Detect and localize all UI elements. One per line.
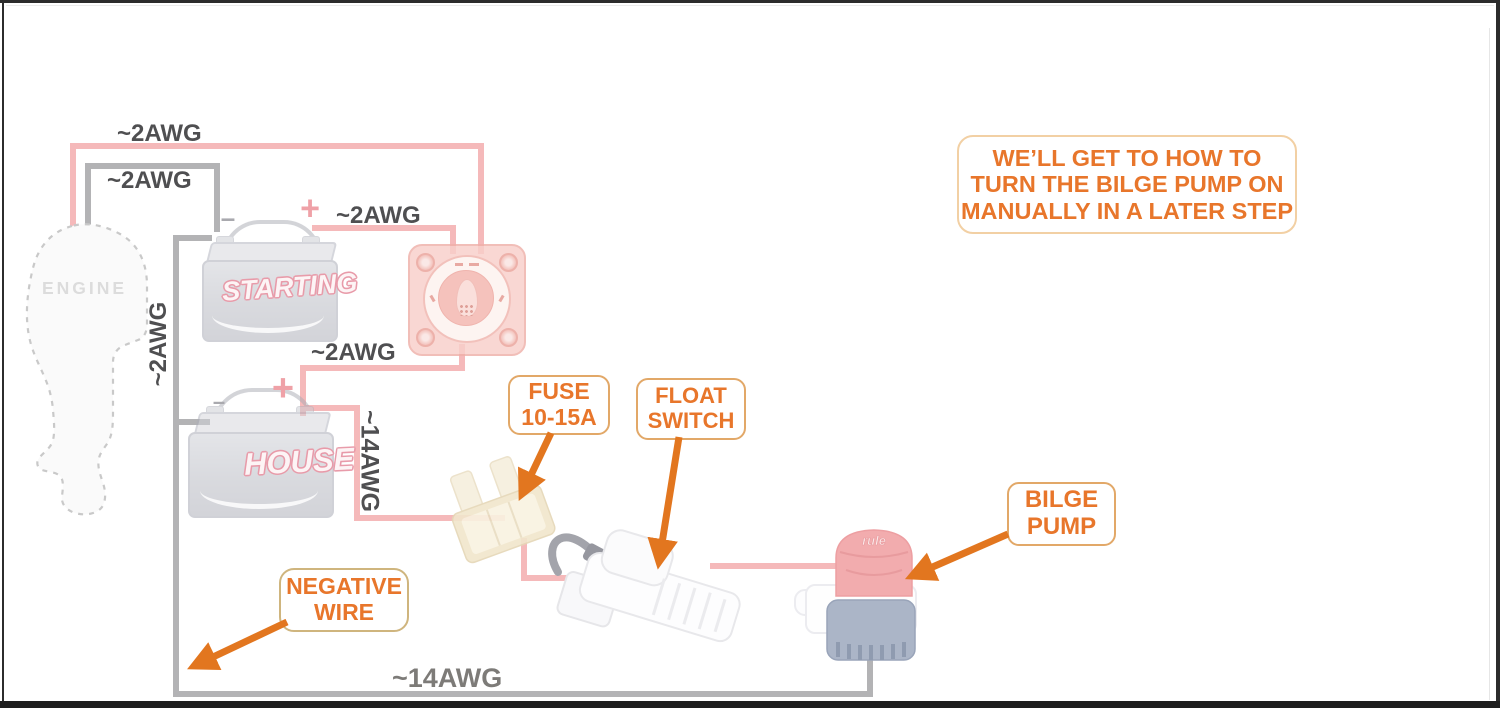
wire-switch-to-house-battery [300, 344, 465, 416]
starting-battery-plus-marker: + [300, 189, 320, 228]
float-switch-callout-line: SWITCH [647, 408, 735, 433]
pump-brand-text: rule [862, 533, 886, 548]
wire-house-battery-to-fuse [303, 405, 505, 521]
frame-top [0, 0, 1500, 3]
negative-wire-callout-line: NEGATIVE [286, 573, 402, 600]
fuse-image [449, 456, 556, 564]
bilge-pump-callout: BILGE PUMP [1007, 482, 1116, 546]
wire-label-2awg-top: ~2AWG [117, 120, 202, 147]
positive-wires [70, 143, 836, 581]
float-switch-callout: FLOAT SWITCH [636, 378, 746, 440]
starting-battery-minus-marker: – [220, 202, 236, 233]
switch-dial [423, 255, 511, 343]
bilge-pump-callout-line: PUMP [1026, 513, 1097, 540]
battery-swoosh [200, 472, 318, 509]
bilge-pump-image: rule [794, 529, 917, 661]
negative-wire-callout-line: WIRE [313, 599, 375, 625]
wire-engine-ground [85, 163, 220, 232]
fuse-window [461, 493, 546, 554]
fuse-callout-line: FUSE [528, 378, 590, 405]
frame-right [1496, 0, 1500, 708]
switch-screw [416, 328, 435, 347]
inner-border-line [1489, 28, 1490, 700]
switch-screw [416, 253, 435, 272]
engine-outline [25, 223, 149, 516]
note-box: WE’LL GET TO HOW TO TURN THE BILGE PUMP … [957, 135, 1297, 234]
pump-base-ribs [836, 642, 906, 660]
bilge-pump-callout-line: BILGE [1024, 486, 1099, 514]
engine-label: ENGINE [42, 278, 128, 298]
wire-label-14awg-negative: ~14AWG [392, 663, 503, 693]
negative-wire-arrow [187, 618, 289, 671]
float-switch-arrow [647, 436, 683, 570]
house-battery-minus-marker: – [212, 389, 226, 414]
switch-screw [499, 253, 518, 272]
fuse-arrow [518, 431, 555, 501]
wire-label-2awg-ground: ~2AWG [107, 167, 192, 194]
house-battery-plus-marker: + [271, 367, 295, 410]
wire-negative-bus [173, 235, 873, 697]
battery-swoosh [212, 298, 324, 333]
frame-left [2, 0, 4, 702]
wire-engine-to-switch [70, 143, 484, 254]
house-battery-image [184, 388, 334, 518]
wire-label-2awg-switch-house: ~2AWG [311, 339, 396, 366]
starting-battery-image [198, 220, 338, 342]
wire-label-2awg-battery-switch: ~2AWG [336, 202, 421, 229]
float-switch-callout-line: FLOAT [655, 383, 727, 409]
negative-wire-callout: NEGATIVE WIRE [279, 568, 409, 632]
switch-knob-face [438, 270, 494, 326]
frame-bottom [0, 701, 1500, 708]
switch-screw [499, 328, 518, 347]
fuse-callout: FUSE 10-15A [508, 375, 610, 435]
note-line: TURN THE BILGE PUMP ON [970, 171, 1284, 198]
note-line: MANUALLY IN A LATER STEP [960, 197, 1294, 224]
fuse-callout-line: 10-15A [521, 404, 597, 430]
bilge-pump-arrow [904, 530, 1010, 581]
note-line: WE’LL GET TO HOW TO [992, 144, 1262, 171]
switch-grip-dots [459, 304, 473, 316]
inner-border-line [6, 5, 1494, 6]
battery-switch-image [408, 244, 526, 356]
